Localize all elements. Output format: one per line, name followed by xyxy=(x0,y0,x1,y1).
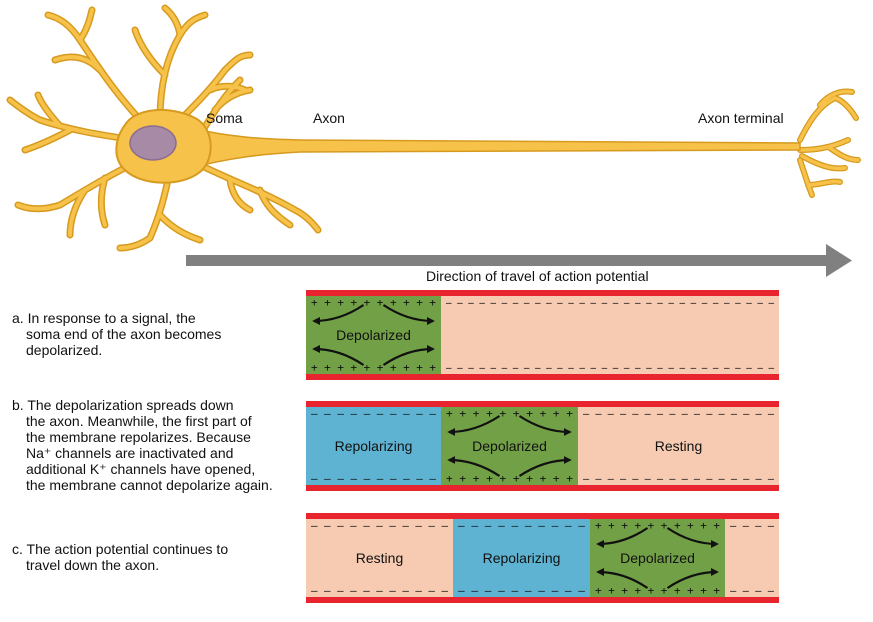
axon-label: Axon xyxy=(313,110,345,126)
panel-a: + + + + + + + + + + + + + + + + + + + + De… xyxy=(306,290,779,380)
panel-c-segment-depolarized-2-label: Depolarized xyxy=(620,550,695,566)
caption-b-line-1: b. The depolarization spreads down xyxy=(12,397,234,413)
panel-b-segment-resting-2-fill xyxy=(578,407,779,485)
panel-c-segment-depolarized-2-fill xyxy=(590,519,725,597)
panel-b-segment-depolarized-1-arrow-bottom-right xyxy=(518,456,572,477)
direction-label: Direction of travel of action potential xyxy=(426,268,649,284)
panel-b-segment-repolarizing-0-fill xyxy=(306,407,441,485)
panel-a-segment-depolarized-0-charges-top: + + + + + + + + + + xyxy=(311,296,436,309)
membrane-top-a xyxy=(306,290,779,296)
panel-b-segment-depolarized-1: + + + + + + + + + + + + + + + + + + + + De… xyxy=(441,407,578,485)
panel-a-segment-depolarized-0-label: Depolarized xyxy=(336,327,411,343)
membrane-bottom-b xyxy=(306,485,779,491)
panel-b-segment-resting-2: – – – – – – – – – – – – – – – – – – – – –… xyxy=(578,407,779,485)
panel-b-segment-depolarized-1-arrow-bottom-left xyxy=(447,456,501,477)
panel-c-segment-resting-3-fill xyxy=(725,519,779,597)
panel-c-segment-repolarizing-1: – – – – – – – – – – – – – – – – – – – – Re… xyxy=(453,519,590,597)
axon-terminal-branches xyxy=(797,88,861,198)
panel-b-segment-repolarizing-0: – – – – – – – – – – – – – – – – – – – – Re… xyxy=(306,407,441,485)
membrane-bottom-a xyxy=(306,374,779,380)
caption-c-line-2: travel down the axon. xyxy=(26,557,160,573)
panel-b-segment-depolarized-1-arrow-top-right xyxy=(518,415,572,436)
panel-a-segment-depolarized-0-arrow-top-left xyxy=(312,304,365,325)
panel-b: – – – – – – – – – – – – – – – – – – – – Re… xyxy=(306,401,779,491)
panel-a-segment-depolarized-0-charges-bottom: + + + + + + + + + + xyxy=(311,361,436,374)
panel-c-segment-resting-3-charges-top: – – – – xyxy=(730,519,774,532)
panel-c: – – – – – – – – – – – – – – – – – – – – –… xyxy=(306,513,779,603)
panel-c-segment-depolarized-2-arrow-bottom-right xyxy=(666,568,719,589)
panel-c-segment-depolarized-2-arrows xyxy=(596,527,719,589)
membrane-bottom-c xyxy=(306,597,779,603)
panel-a-segment-depolarized-0-arrow-bottom-right xyxy=(382,345,435,366)
panel-c-segment-resting-3: – – – – – – – – xyxy=(725,519,779,597)
panel-c-segment-depolarized-2-charges-top: + + + + + + + + + + xyxy=(595,519,720,532)
panel-b-segment-resting-2-charges-bottom: – – – – – – – – – – – – – – – – xyxy=(583,472,774,485)
caption-b: b. The depolarization spreads down the a… xyxy=(12,397,273,493)
nucleus xyxy=(129,125,177,161)
panel-c-segment-depolarized-2: + + + + + + + + + + + + + + + + + + + + De… xyxy=(590,519,725,597)
panel-b-segment-depolarized-1-arrows xyxy=(447,415,572,477)
panel-b-segment-resting-2-label: Resting xyxy=(655,438,702,454)
panel-a-segment-depolarized-0-arrow-bottom-left xyxy=(312,345,365,366)
panel-a-segment-depolarized-0-arrows xyxy=(312,304,435,366)
panel-b-segment-depolarized-1-fill xyxy=(441,407,578,485)
panel-c-segment-repolarizing-1-label: Repolarizing xyxy=(483,550,561,566)
caption-b-line-3: the membrane repolarizes. Because xyxy=(26,429,251,445)
caption-b-line-2: the axon. Meanwhile, the first part of xyxy=(26,413,252,429)
panel-a-segment-resting-1-charges-top: – – – – – – – – – – – – – – – – – – – – … xyxy=(446,296,774,309)
caption-a-line-1: a. In response to a signal, the xyxy=(12,310,196,326)
panel-c-segment-depolarized-2-arrow-bottom-left xyxy=(596,568,649,589)
caption-a-line-3: depolarized. xyxy=(26,342,103,358)
axon-terminal-label: Axon terminal xyxy=(698,110,784,126)
panel-b-segment-depolarized-1-arrow-top-left xyxy=(447,415,501,436)
panel-c-segment-repolarizing-1-charges-top: – – – – – – – – – – xyxy=(458,519,585,532)
panel-c-segment-resting-0: – – – – – – – – – – – – – – – – – – – – –… xyxy=(306,519,453,597)
panel-c-segment-depolarized-2-arrow-top-left xyxy=(596,527,649,548)
soma-label: Soma xyxy=(206,110,243,126)
panel-c-segment-resting-3-charges-bottom: – – – – xyxy=(730,584,774,597)
panel-c-segment-resting-0-label: Resting xyxy=(356,550,403,566)
panel-a-segment-resting-1-charges-bottom: – – – – – – – – – – – – – – – – – – – – … xyxy=(446,361,774,374)
membrane-top-b xyxy=(306,401,779,407)
caption-a: a. In response to a signal, the soma end… xyxy=(12,310,221,358)
panel-c-segment-repolarizing-1-fill xyxy=(453,519,590,597)
dendrites xyxy=(6,4,322,252)
panel-b-segment-repolarizing-0-charges-bottom: – – – – – – – – – – xyxy=(311,472,436,485)
axon xyxy=(189,127,801,169)
panel-b-segment-depolarized-1-charges-top: + + + + + + + + + + xyxy=(446,407,573,420)
panel-c-segment-resting-0-fill xyxy=(306,519,453,597)
panel-b-segment-repolarizing-0-label: Repolarizing xyxy=(335,438,413,454)
panel-a-segment-depolarized-0-fill xyxy=(306,296,441,374)
caption-b-line-4: Na⁺ channels are inactivated and xyxy=(26,445,234,461)
panel-c-segment-resting-0-charges-bottom: – – – – – – – – – – – xyxy=(311,584,448,597)
caption-a-line-2: soma end of the axon becomes xyxy=(26,326,222,342)
caption-b-line-5: additional K⁺ channels have opened, xyxy=(26,461,256,477)
panel-b-segment-resting-2-charges-top: – – – – – – – – – – – – – – – – xyxy=(583,407,774,420)
panel-c-segment-depolarized-2-arrow-top-right xyxy=(666,527,719,548)
panel-a-segment-depolarized-0-arrow-top-right xyxy=(382,304,435,325)
direction-arrow xyxy=(186,244,852,277)
panel-b-segment-repolarizing-0-charges-top: – – – – – – – – – – xyxy=(311,407,436,420)
panel-c-segment-resting-0-charges-top: – – – – – – – – – – – xyxy=(311,519,448,532)
panel-b-segment-depolarized-1-charges-bottom: + + + + + + + + + + xyxy=(446,472,573,485)
panel-b-segment-depolarized-1-label: Depolarized xyxy=(472,438,547,454)
panel-a-segment-resting-1-fill xyxy=(441,296,779,374)
panel-a-segment-depolarized-0: + + + + + + + + + + + + + + + + + + + + De… xyxy=(306,296,441,374)
neuron-illustration xyxy=(6,4,861,252)
membrane-top-c xyxy=(306,513,779,519)
caption-b-line-6: the membrane cannot depolarize again. xyxy=(26,477,273,493)
panel-c-segment-repolarizing-1-charges-bottom: – – – – – – – – – – xyxy=(458,584,585,597)
caption-c-line-1: c. The action potential continues to xyxy=(12,541,229,557)
caption-c: c. The action potential continues to tra… xyxy=(12,541,228,573)
panel-a-segment-resting-1: – – – – – – – – – – – – – – – – – – – – … xyxy=(441,296,779,374)
panel-c-segment-depolarized-2-charges-bottom: + + + + + + + + + + xyxy=(595,584,720,597)
